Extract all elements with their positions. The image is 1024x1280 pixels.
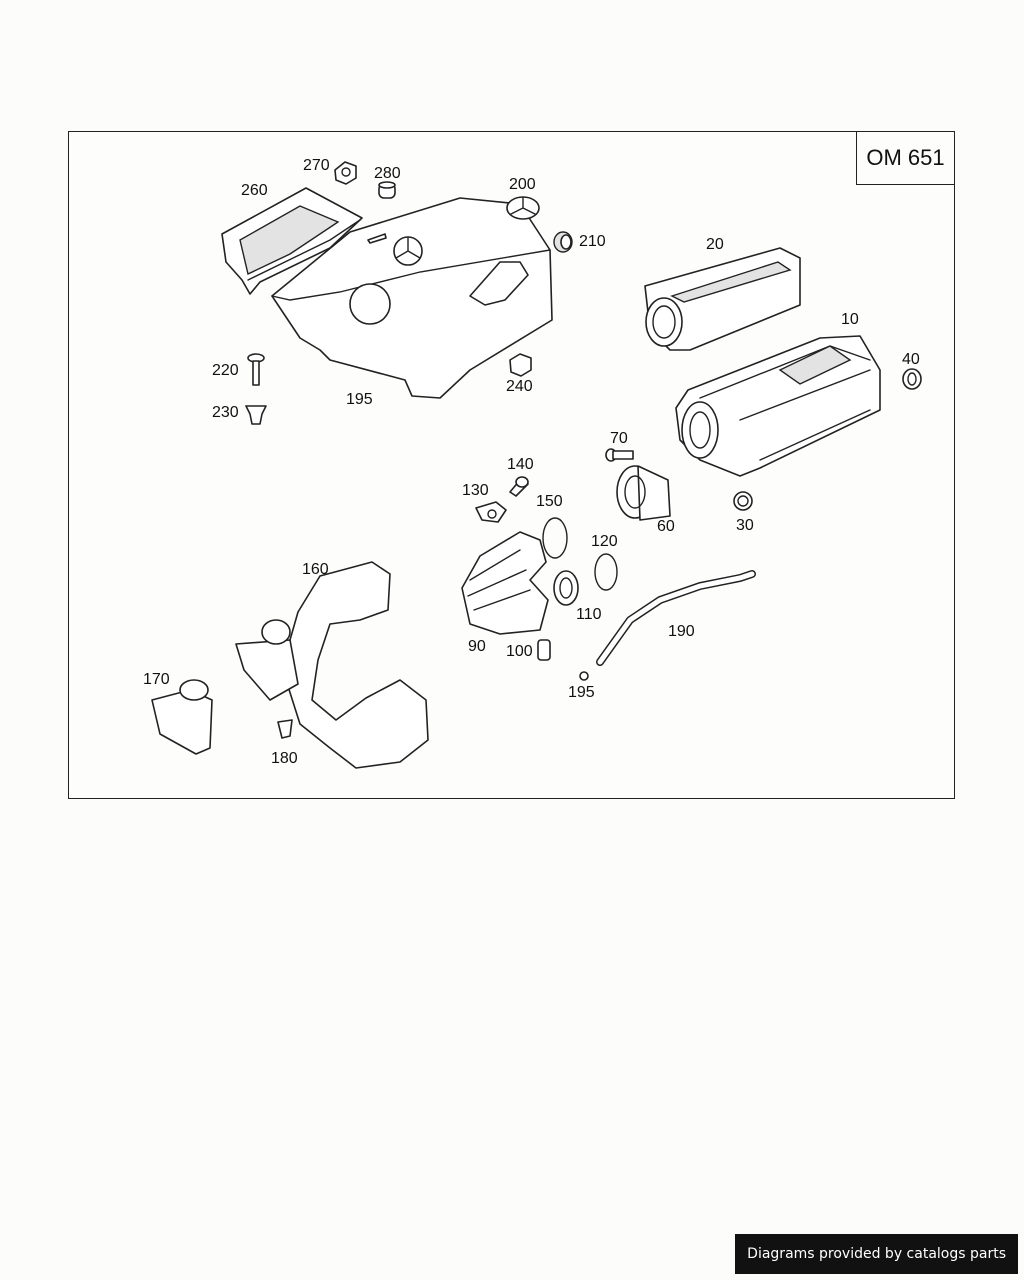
callout-label: 70 — [610, 430, 628, 447]
callout-label: 130 — [462, 482, 489, 499]
callout-label: 230 — [212, 404, 239, 421]
callout-label: 220 — [212, 362, 239, 379]
part-bolt-70 — [605, 448, 634, 462]
part-air-cleaner-housing — [675, 335, 881, 477]
part-clip-180 — [277, 719, 293, 739]
part-intake-hose — [461, 531, 549, 635]
part-air-duct — [235, 561, 429, 769]
callout-label: 280 — [374, 165, 401, 182]
part-clip-240 — [245, 405, 267, 425]
part-sensor-100 — [537, 639, 551, 661]
callout-label: 30 — [736, 517, 754, 534]
callout-label: 40 — [902, 351, 920, 368]
callout-label: 100 — [506, 643, 533, 660]
part-pin-230 — [247, 353, 265, 386]
part-grommet-30 — [733, 491, 753, 511]
part-air-filter-element — [644, 247, 801, 351]
callout-label: 150 — [536, 493, 563, 510]
callout-label: 110 — [576, 606, 602, 623]
part-nut-250 — [509, 353, 532, 377]
part-bolt-140 — [509, 476, 529, 497]
callout-label: 240 — [506, 378, 533, 395]
callout-label: 120 — [591, 533, 618, 550]
part-duct-170 — [151, 679, 213, 755]
callout-label: 60 — [657, 518, 675, 535]
callout-label: 160 — [302, 561, 329, 578]
callout-label: 180 — [271, 750, 298, 767]
part-clip-195 — [579, 671, 589, 681]
part-vent-line — [596, 570, 756, 666]
callout-label: 200 — [509, 176, 536, 193]
callout-label: 270 — [303, 157, 330, 174]
part-sensor-130 — [475, 501, 507, 523]
footer-credit: Diagrams provided by catalogs parts — [735, 1234, 1018, 1274]
part-seal-40 — [902, 368, 922, 390]
part-ring-110 — [553, 570, 579, 606]
part-clamp-150 — [542, 517, 568, 559]
callout-label: 260 — [241, 182, 268, 199]
callout-label: 210 — [579, 233, 606, 250]
callout-label: 190 — [668, 623, 695, 640]
callout-label: 170 — [143, 671, 170, 688]
part-air-mass-sensor — [616, 465, 671, 521]
callout-label: 195 — [346, 391, 373, 408]
model-code-box: OM 651 — [856, 132, 954, 185]
part-side-plate — [221, 187, 363, 295]
part-star-emblem — [506, 196, 540, 220]
part-grommet-280 — [378, 181, 396, 199]
part-grommet-220 — [553, 231, 573, 253]
callout-label: 20 — [706, 236, 724, 253]
part-engine-cover — [271, 197, 553, 399]
callout-label: 140 — [507, 456, 534, 473]
part-clamp-120 — [594, 553, 618, 591]
callout-label: 195 — [568, 684, 595, 701]
part-nut-270 — [334, 161, 357, 185]
callout-label: 90 — [468, 638, 486, 655]
callout-label: 10 — [841, 311, 859, 328]
